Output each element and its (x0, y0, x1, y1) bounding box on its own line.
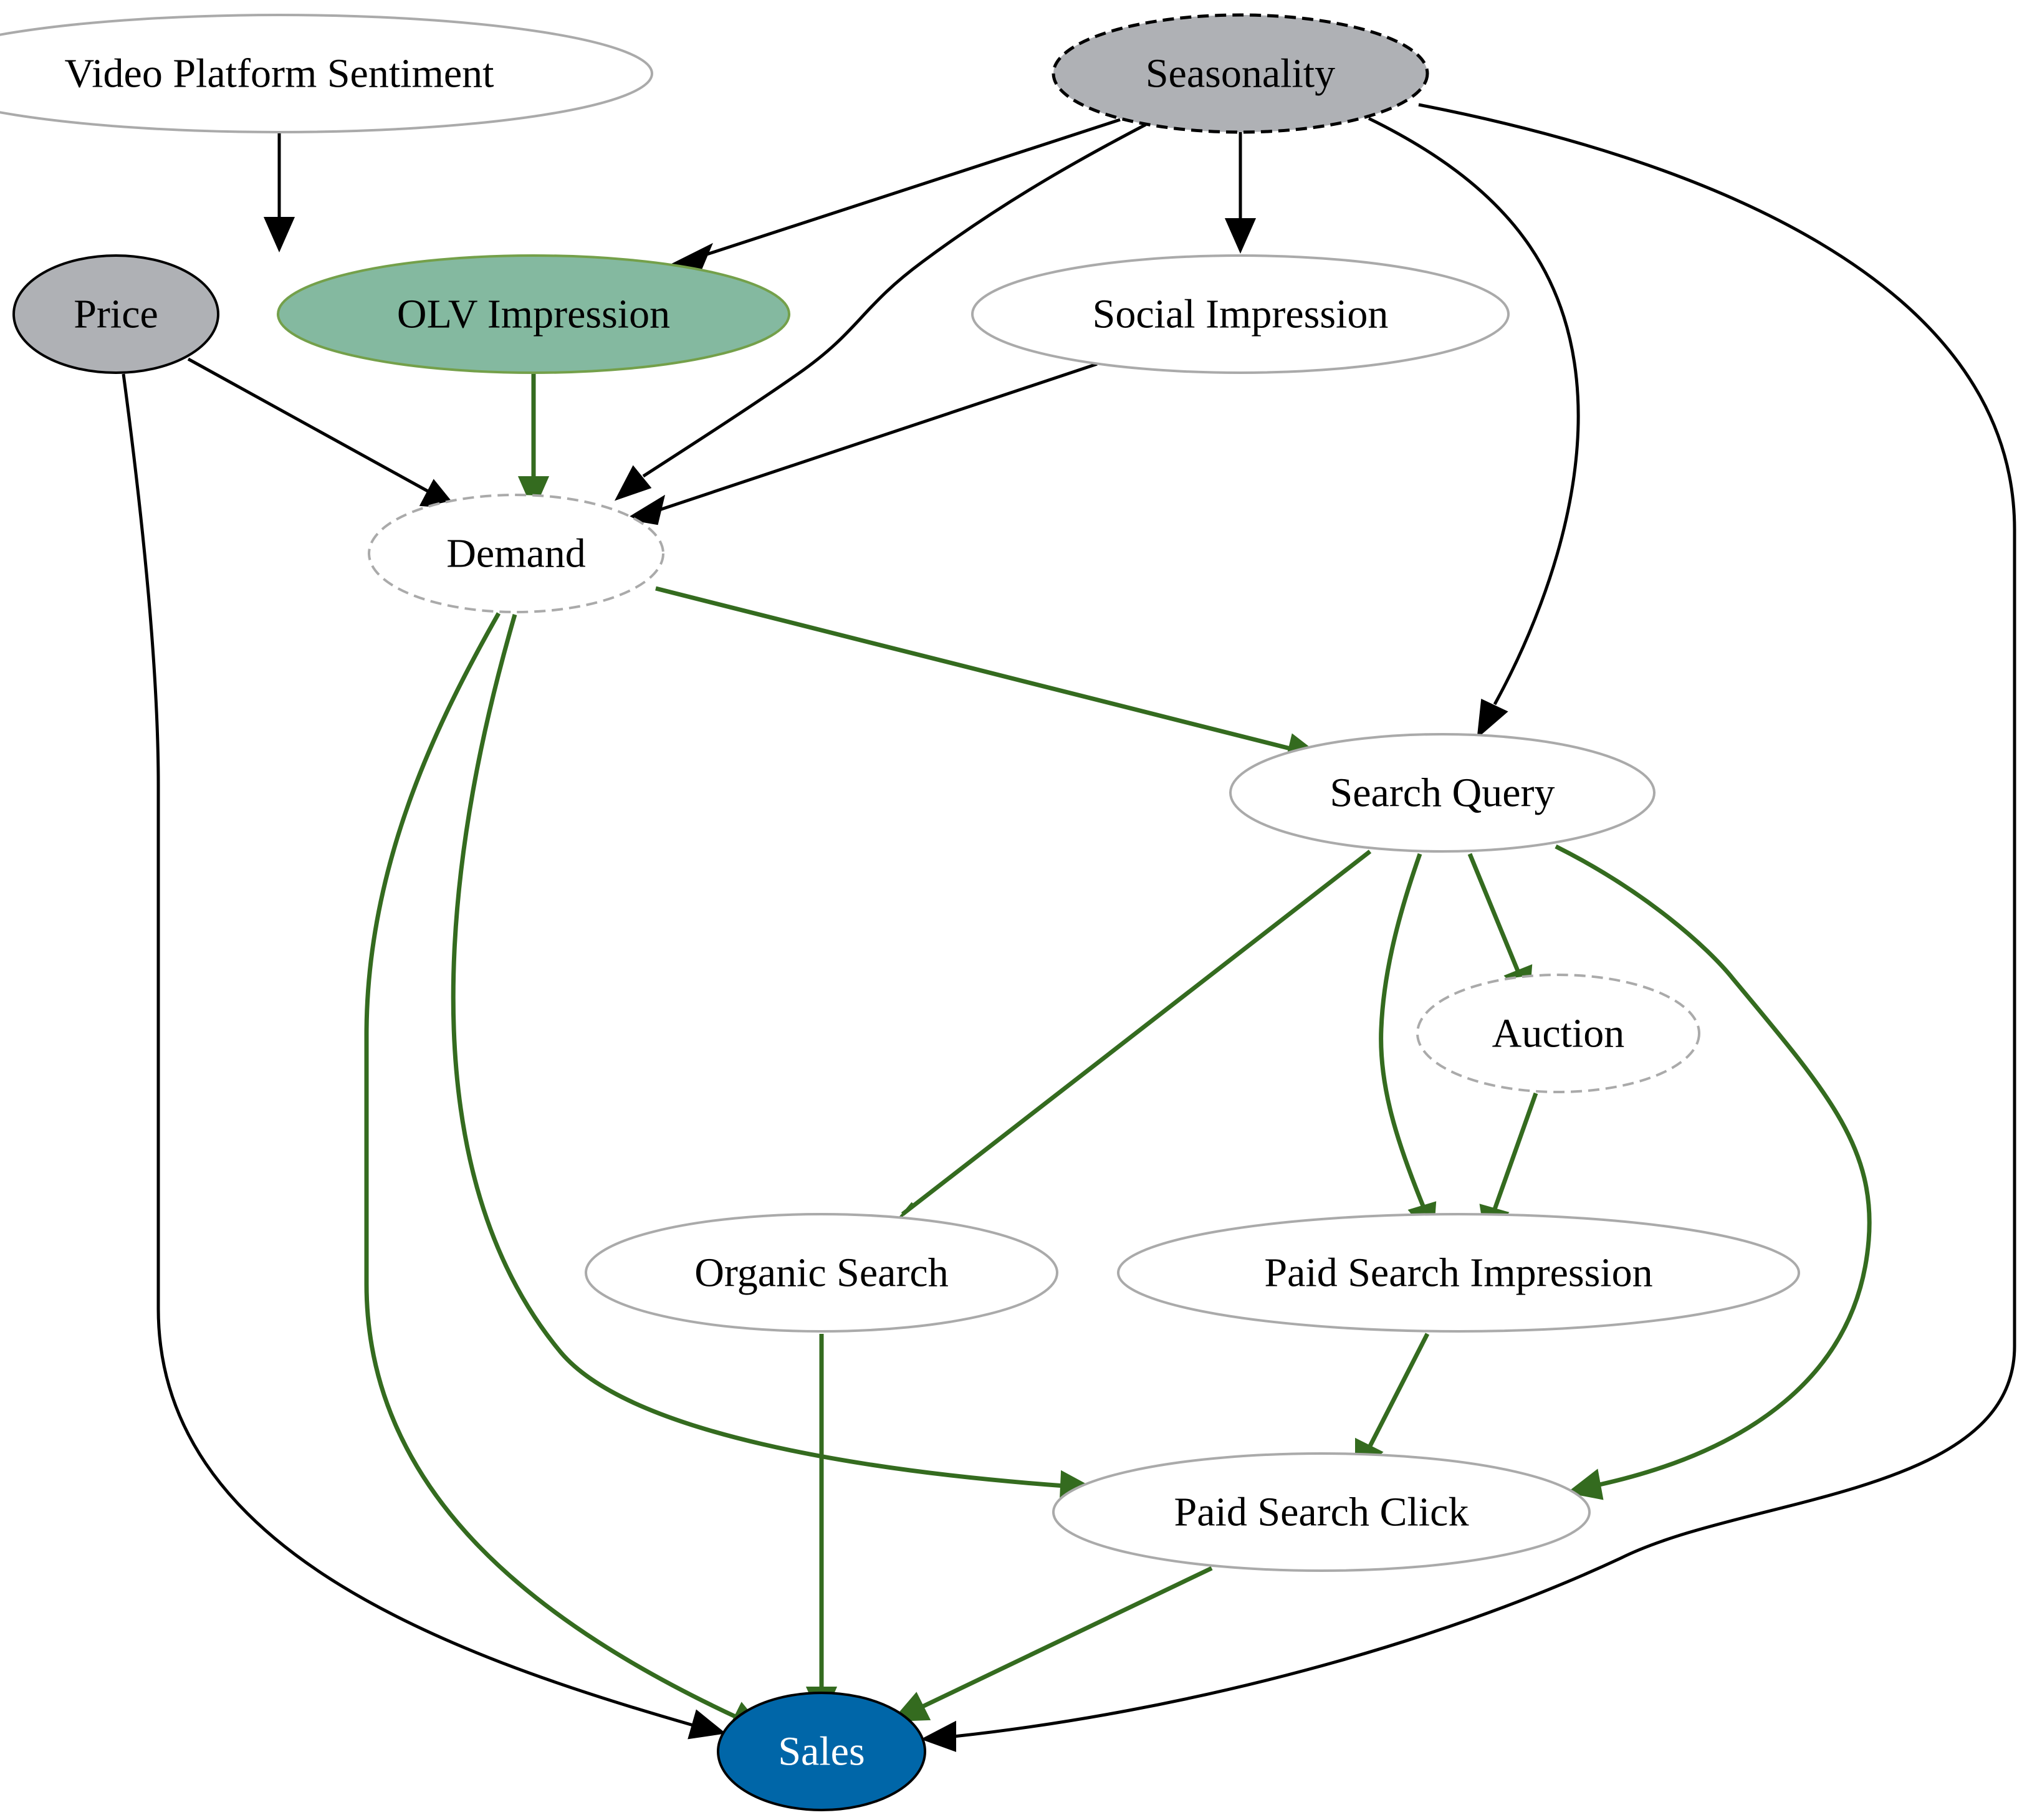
node-search-query[interactable]: Search Query (1229, 733, 1656, 853)
arrowhead (688, 1709, 726, 1740)
arrowhead (921, 1720, 956, 1752)
node-label: Demand (446, 531, 586, 577)
edge-auction-to-paid-search-impression (1492, 1092, 1538, 1210)
arrowhead (517, 476, 550, 512)
edge-demand-to-search-query (655, 586, 1293, 752)
arrowhead (1566, 1468, 1604, 1500)
edge-seasonality-to-olv-impression (702, 118, 1121, 257)
node-paid-search-click[interactable]: Paid Search Click (1052, 1452, 1591, 1572)
edge-seasonality-to-sales (953, 103, 2016, 1738)
arrowhead (614, 465, 652, 501)
edge-search-query-to-organic-search (901, 850, 1372, 1216)
edge-paid-search-impression-to-paid-search-click (1368, 1333, 1430, 1447)
node-label: OLV Impression (397, 292, 670, 337)
edge-price-to-demand (187, 357, 431, 494)
arrowhead (625, 494, 666, 525)
node-label: Video Platform Sentiment (65, 51, 494, 97)
edge-social-impression-to-demand (659, 362, 1098, 512)
edge-search-query-to-paid-search-click (1555, 844, 1872, 1487)
edge-seasonality-to-demand (642, 123, 1147, 478)
node-label: Auction (1492, 1011, 1625, 1056)
node-video-platform-sentiment[interactable]: Video Platform Sentiment (0, 14, 653, 133)
node-label: Seasonality (1146, 51, 1335, 97)
node-label: Search Query (1330, 770, 1555, 816)
node-label: Paid Search Impression (1264, 1250, 1652, 1296)
edge-price-to-sales (122, 373, 694, 1727)
node-paid-search-impression[interactable]: Paid Search Impression (1117, 1213, 1800, 1333)
node-demand[interactable]: Demand (368, 494, 664, 613)
node-organic-search[interactable]: Organic Search (585, 1213, 1058, 1333)
edge-demand-to-sales (364, 612, 739, 1720)
edge-search-query-to-auction (1467, 853, 1521, 974)
edge-search-query-to-paid-search-impression (1379, 853, 1427, 1212)
edge-demand-to-paid-search-click (451, 614, 1065, 1488)
arrowhead (1477, 698, 1508, 739)
node-auction[interactable]: Auction (1416, 974, 1700, 1093)
node-olv-impression[interactable]: OLV Impression (277, 254, 790, 374)
node-sales[interactable]: Sales (717, 1692, 926, 1811)
edge-paid-search-click-to-sales (921, 1566, 1213, 1709)
arrowhead (263, 217, 295, 252)
arrowhead (1224, 218, 1257, 254)
node-label: Sales (778, 1729, 865, 1775)
node-social-impression[interactable]: Social Impression (971, 254, 1510, 374)
edge-seasonality-to-search-query (1368, 117, 1580, 706)
node-price[interactable]: Price (12, 254, 219, 374)
node-label: Price (74, 292, 158, 337)
node-label: Organic Search (694, 1250, 948, 1296)
edges (122, 103, 2016, 1738)
node-label: Paid Search Click (1174, 1490, 1469, 1535)
node-seasonality[interactable]: Seasonality (1052, 13, 1429, 134)
node-label: Social Impression (1093, 292, 1389, 337)
